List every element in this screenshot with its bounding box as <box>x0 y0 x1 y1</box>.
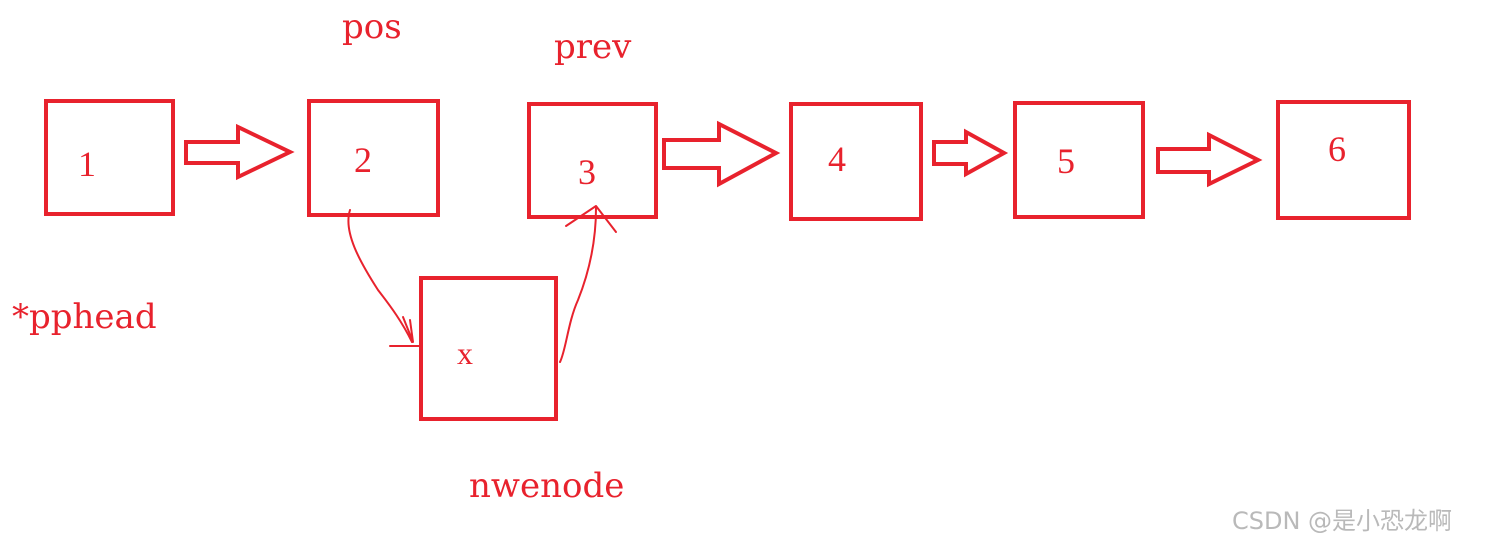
node-5 <box>1013 101 1145 219</box>
node-6-value: 6 <box>1328 129 1346 169</box>
arrow-1-to-2 <box>184 123 295 181</box>
arrow-4-to-5 <box>932 128 1009 178</box>
label-pphead: *pphead <box>12 297 157 337</box>
label-prev: prev <box>554 27 632 67</box>
node-2-value: 2 <box>354 140 372 180</box>
label-pos: pos <box>342 7 402 47</box>
node-4 <box>789 102 923 221</box>
node-2 <box>307 99 440 217</box>
curve-newnode-to-prev <box>559 207 597 363</box>
node-3-value: 3 <box>578 152 596 192</box>
new-node-x-value: x <box>457 335 473 371</box>
node-1-value: 1 <box>78 144 96 184</box>
csdn-watermark: CSDN @是小恐龙啊 <box>1232 507 1453 535</box>
node-6 <box>1276 100 1411 220</box>
node-4-value: 4 <box>828 139 846 179</box>
node-3 <box>527 102 658 219</box>
node-1 <box>44 99 175 216</box>
new-node-x <box>419 276 558 421</box>
label-newnode: nwenode <box>469 466 625 506</box>
curve-newnode-to-prev-head <box>565 205 617 233</box>
arrow-3-to-4 <box>662 120 781 188</box>
curve-pos-to-newnode <box>347 209 413 343</box>
arrow-5-to-6 <box>1156 131 1263 188</box>
node-5-value: 5 <box>1057 141 1075 181</box>
curve-pos-to-newnode-head <box>402 316 414 343</box>
